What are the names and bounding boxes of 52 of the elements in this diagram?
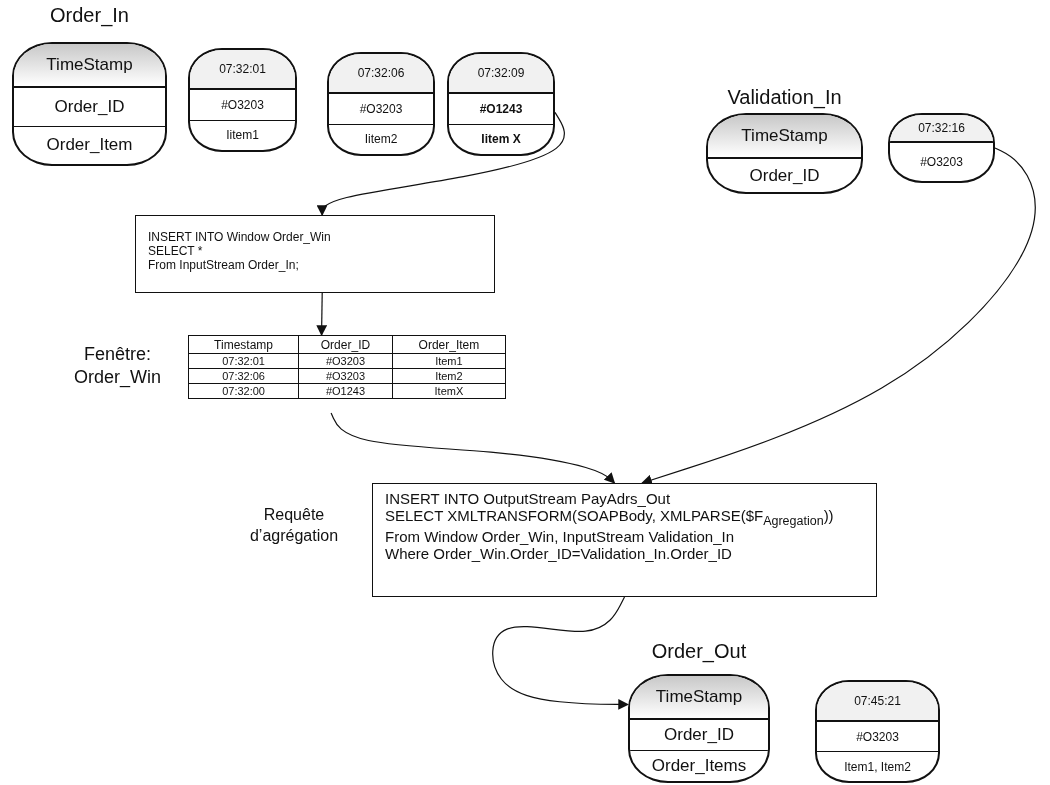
field-value: #O3203: [919, 154, 964, 171]
query-line: INSERT INTO OutputStream PayAdrs_Out: [385, 490, 672, 507]
table-cell: 07:32:01: [188, 353, 299, 369]
field-value: Iitem2: [329, 123, 433, 154]
field-value: Iitem X: [449, 123, 553, 154]
query-line: INSERT INTO Window Order_Win: [148, 230, 332, 244]
field-value: Item1, Item2: [817, 751, 938, 781]
table-cell: ItemX: [392, 383, 506, 399]
table-header-cell: Timestamp: [188, 335, 299, 354]
field-value: Order_ID: [53, 95, 126, 118]
timestamp-field: 07:32:16: [890, 115, 993, 143]
table-cell: 07:32:00: [188, 383, 299, 399]
field-value: Order_ID: [748, 164, 821, 187]
field-value: Order_Items: [630, 750, 768, 781]
arrow: [492, 596, 630, 710]
table-header-cell: Order_ID: [298, 335, 393, 354]
stream-name: Order_In: [49, 4, 130, 27]
node-caption: Fenêtre: Order_Win: [73, 343, 162, 390]
field-value: Order_Item: [14, 125, 165, 164]
arrow: [330, 412, 616, 484]
table-cell: Item2: [392, 368, 506, 384]
arrow: [316, 292, 328, 337]
timestamp-field: TimeStamp: [708, 115, 861, 159]
field-value: #O3203: [220, 96, 265, 114]
table-cell: #O3203: [298, 353, 393, 369]
timestamp-field: 07:45:21: [817, 682, 938, 722]
query-line: SELECT *: [148, 244, 204, 258]
arrow: [316, 111, 565, 217]
field-value: #O3203: [855, 728, 900, 746]
timestamp-field: 07:32:06: [329, 54, 433, 94]
query-box: [135, 215, 495, 293]
table-header-cell: Order_Item: [392, 335, 506, 354]
timestamp-field: TimeStamp: [630, 676, 768, 720]
table-cell: Item1: [392, 353, 506, 369]
field-value: Iitem1: [190, 119, 295, 150]
table-cell: #O1243: [298, 383, 393, 399]
query-line: SELECT XMLTRANSFORM(SOAPBody, XMLPARSE($F$_{Agregation}$)): [385, 507, 835, 528]
stream-name: Order_Out: [650, 640, 748, 663]
timestamp-field: 07:32:09: [449, 54, 553, 94]
query-line: Where Order_Win.Order_ID=Validation_In.Order_ID: [385, 545, 733, 562]
query-line: From InputStream Order_In;: [148, 258, 300, 272]
query-line: From Window Order_Win, InputStream Validation_In: [385, 528, 736, 545]
table-cell: #O3203: [298, 368, 393, 384]
timestamp-field: TimeStamp: [14, 44, 165, 88]
stream-name: Validation_In: [726, 86, 843, 109]
field-value: Order_ID: [663, 724, 735, 746]
query-box: [372, 483, 877, 597]
field-value: #O1243: [478, 100, 524, 118]
table-cell: 07:32:06: [188, 368, 299, 384]
node-caption: Requête d’agrégation: [248, 505, 340, 546]
field-value: #O3203: [358, 100, 404, 118]
timestamp-field: 07:32:01: [190, 50, 295, 90]
